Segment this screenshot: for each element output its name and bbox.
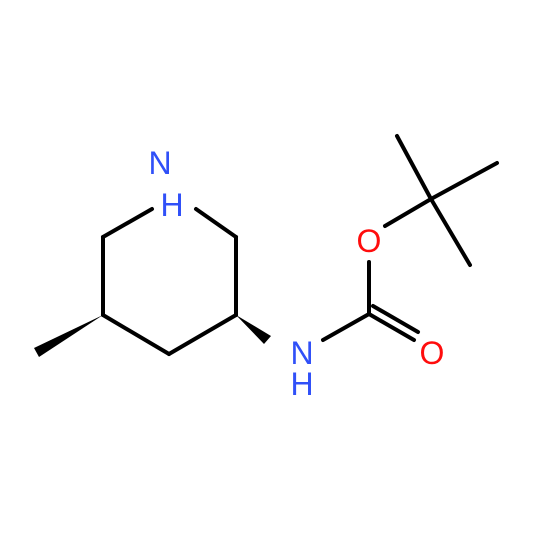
amide-h-label: H <box>290 366 313 402</box>
atom-amide-nh: N H <box>290 335 313 402</box>
bond-ester-o-tbu <box>383 197 433 228</box>
bond-nh-carbonyl-c <box>321 312 371 342</box>
bond-c5-c4 <box>167 313 238 356</box>
wedge-bond-amino <box>236 315 271 344</box>
bond-c2-n1 <box>101 207 154 239</box>
ring-n-label: N <box>148 145 171 181</box>
bond-tbu-methyl-top <box>395 134 433 201</box>
amide-n-label: N <box>290 335 313 371</box>
ring-h-label: H <box>160 187 183 223</box>
atom-ring-nh: N H <box>148 145 183 223</box>
wedge-bond-methyl <box>34 315 103 357</box>
bond-n1-c6 <box>194 207 238 239</box>
boc-carbamate <box>321 134 499 342</box>
bond-carbonyl-double-1 <box>367 312 416 342</box>
carbonyl-o-label: O <box>420 335 445 371</box>
bond-c4-c3 <box>101 313 171 356</box>
bond-carbonyl-double-2 <box>371 304 420 334</box>
bond-tbu-methyl-right <box>429 161 499 201</box>
bond-tbu-methyl-bottom <box>429 197 472 267</box>
ester-o-label: O <box>357 223 382 259</box>
piperidine-ring <box>101 207 238 356</box>
